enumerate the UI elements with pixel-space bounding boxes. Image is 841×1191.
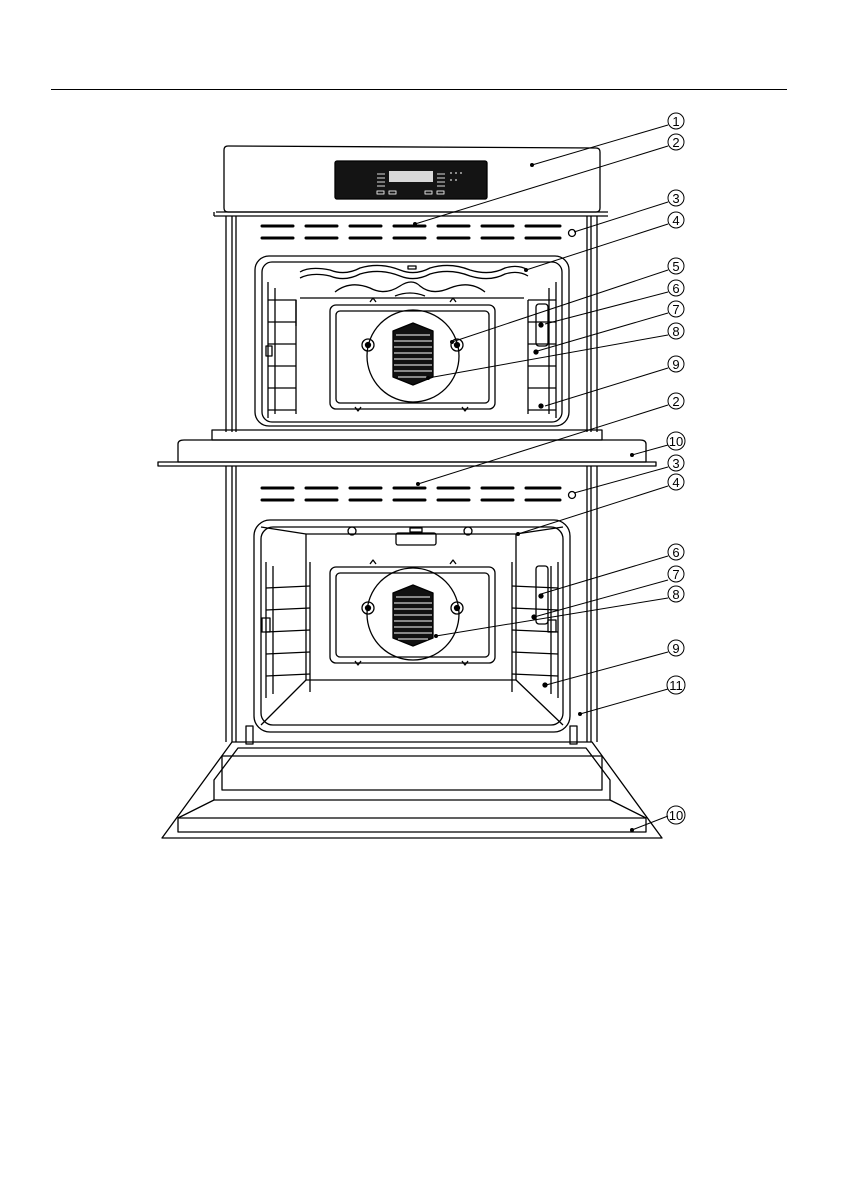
svg-text:8: 8: [672, 324, 679, 339]
callout-4-lower: 4: [668, 474, 684, 490]
svg-text:7: 7: [672, 567, 679, 582]
callout-8-lower: 8: [668, 586, 684, 602]
callout-9-lower: 9: [668, 640, 684, 656]
callout-6: 6: [668, 280, 684, 296]
callout-9: 9: [668, 356, 684, 372]
control-panel: [214, 146, 608, 216]
lower-vent: [262, 488, 560, 500]
svg-text:3: 3: [672, 191, 679, 206]
svg-text:9: 9: [672, 357, 679, 372]
svg-text:11: 11: [669, 678, 683, 693]
callout-7: 7: [668, 301, 684, 317]
upper-door: [158, 430, 656, 466]
lower-oven-cavity: [254, 520, 570, 732]
callout-2-lower: 2: [668, 393, 684, 409]
callout-8: 8: [668, 323, 684, 339]
svg-text:6: 6: [672, 545, 679, 560]
svg-text:5: 5: [672, 259, 679, 274]
svg-text:2: 2: [672, 135, 679, 150]
svg-text:1: 1: [672, 114, 679, 129]
callout-6-lower: 6: [668, 544, 684, 560]
callout-1: 1: [668, 113, 684, 129]
callout-10-lower: 10: [667, 806, 685, 824]
callout-7-lower: 7: [668, 566, 684, 582]
upper-oven-cavity: [255, 256, 569, 426]
upper-broil-element: [300, 265, 528, 296]
svg-text:10: 10: [669, 434, 683, 449]
callout-5: 5: [668, 258, 684, 274]
digital-display: [389, 171, 433, 182]
lower-right-rack: [512, 562, 558, 698]
lower-door: [162, 726, 662, 838]
svg-text:4: 4: [672, 213, 679, 228]
svg-text:6: 6: [672, 281, 679, 296]
svg-text:4: 4: [672, 475, 679, 490]
upper-left-rack: [266, 282, 296, 418]
callout-10: 10: [667, 432, 685, 450]
callout-3: 3: [668, 190, 684, 206]
callout-2: 2: [668, 134, 684, 150]
svg-text:7: 7: [672, 302, 679, 317]
lower-left-rack: [262, 562, 310, 698]
svg-text:10: 10: [669, 808, 683, 823]
upper-door-contact: [569, 230, 576, 237]
callout-3-lower: 3: [668, 455, 684, 471]
leader-lines: [415, 125, 668, 830]
callout-11: 11: [667, 676, 685, 694]
callout-4: 4: [668, 212, 684, 228]
svg-text:9: 9: [672, 641, 679, 656]
upper-vent: [262, 226, 560, 238]
svg-text:8: 8: [672, 587, 679, 602]
svg-text:2: 2: [672, 394, 679, 409]
svg-text:3: 3: [672, 456, 679, 471]
